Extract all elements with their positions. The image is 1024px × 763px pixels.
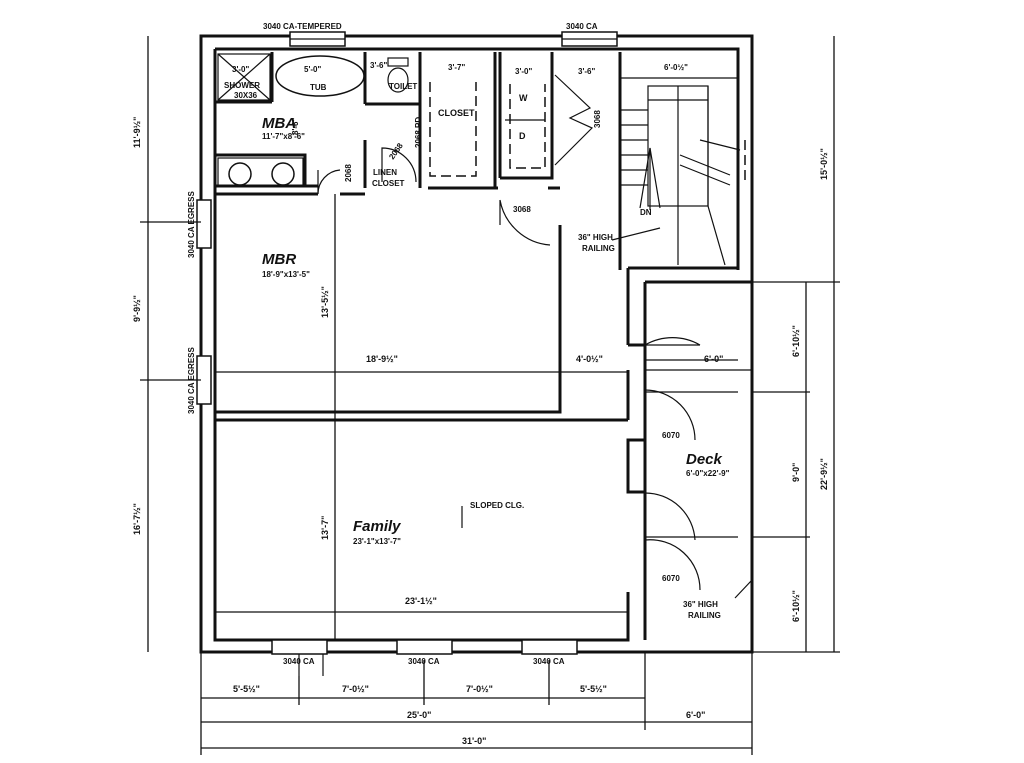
room-name-family: Family [353, 518, 401, 535]
room-name-mba: MBA [262, 115, 296, 132]
tub-dim: 5'-0" [304, 65, 321, 74]
railing-1-line2: RAILING [582, 244, 615, 253]
window-bottom-2-label: 3040 CA [408, 657, 440, 666]
wd-dim2: 3'-6" [578, 67, 595, 76]
washer-label: W [519, 93, 528, 103]
room-size-deck: 6'-0"x22'-9" [686, 469, 730, 478]
wd-dim: 3'-0" [515, 67, 532, 76]
dim-bottom-seg-2: 7'-0½" [342, 684, 369, 694]
dim-bottom-seg-4: 5'-5½" [580, 684, 607, 694]
deck-inner-dim: 6'-0" [704, 354, 723, 364]
window-top-2-label: 3040 CA [566, 22, 598, 31]
dim-bottom-deck: 6'-0" [686, 710, 705, 720]
window-left-1 [196, 199, 212, 249]
laundry-door-label: 3068 [593, 110, 602, 128]
sink-left [228, 162, 252, 186]
stair-dn-label: DN [640, 208, 652, 217]
linen-door-label: 2068 [387, 141, 405, 161]
room-name-mbr: MBR [262, 251, 296, 268]
closet-shelves [429, 74, 594, 177]
window-bottom-1-label: 3040 CA [283, 657, 315, 666]
sink-right [271, 162, 295, 186]
room-size-mbr: 18'-9"x13'-5" [262, 270, 310, 279]
dim-bottom-total: 31'-0" [462, 736, 486, 746]
window-top-1-label: 3040 CA-TEMPERED [263, 22, 342, 31]
dim-bottom-house: 25'-0" [407, 710, 431, 720]
dim-right-seg-2: 9'-0" [791, 463, 801, 482]
room-size-mba: 11'-7"x8'-6" [262, 132, 305, 141]
closet-door-label: 2068 PD [414, 117, 423, 148]
window-bottom-3 [521, 639, 578, 655]
bedroom-door-label: 3068 [513, 205, 531, 214]
shower-size: 30X36 [234, 91, 258, 100]
railing-2-line1: 36" HIGH [683, 600, 718, 609]
window-bottom-2 [396, 639, 453, 655]
dryer-label: D [519, 131, 526, 141]
bathtub [275, 55, 365, 97]
railing-2-line2: RAILING [688, 611, 721, 620]
dim-left-top: 11'-9½" [132, 117, 142, 148]
mbr-depth-dim: 13'-5½" [320, 286, 330, 318]
room-name-deck: Deck [686, 451, 723, 468]
closet-dim: 3'-7" [448, 63, 465, 72]
room-size-family: 23'-1"x13'-7" [353, 537, 401, 546]
closet-label: CLOSET [438, 108, 475, 118]
dim-bottom-seg-3: 7'-0½" [466, 684, 493, 694]
interior-walls [215, 52, 752, 640]
dim-bottom-seg-1: 5'-5½" [233, 684, 260, 694]
linen-closet-line1: LINEN [373, 168, 397, 177]
mbr-width-dim: 18'-9½" [366, 354, 398, 364]
dim-right-top: 15'-0½" [819, 148, 829, 180]
stair-width-label: 6'-0½" [664, 63, 688, 72]
shower-label: SHOWER [224, 81, 260, 90]
stairs [620, 85, 746, 266]
window-left-2-label: 3040 CA EGRESS [187, 346, 196, 414]
dim-right-seg-1: 6'-10½" [791, 325, 801, 357]
window-left-1-label: 3040 CA EGRESS [187, 190, 196, 258]
windows [196, 31, 618, 676]
window-bottom-3-label: 3040 CA [533, 657, 565, 666]
deck-door-1-label: 6070 [662, 431, 680, 440]
doors [317, 147, 752, 591]
railing-1-line1: 36" HIGH [578, 233, 613, 242]
linen-closet-line2: CLOSET [372, 179, 405, 188]
shower-dim: 3'-0" [232, 65, 249, 74]
bath-fixtures [217, 53, 409, 187]
deck-door-2-label: 6070 [662, 574, 680, 583]
exterior-dimension-lines [140, 36, 840, 755]
dim-right-seg-3: 6'-10½" [791, 590, 801, 622]
toilet-label: TOILET [389, 82, 417, 91]
mba-depth-label: 8'-6" [291, 118, 300, 135]
hall-width-dim: 4'-0½" [576, 354, 603, 364]
toilet-dim: 3'-6" [370, 61, 387, 70]
bath-door-label: 2068 [344, 164, 353, 182]
dim-left-bottom: 16'-7½" [132, 503, 142, 535]
dim-left-mid: 9'-9½" [132, 295, 142, 322]
dim-right-total: 22'-9½" [819, 458, 829, 490]
interior-dimension-lines [215, 77, 753, 640]
toilet [387, 67, 409, 93]
tub-label: TUB [310, 83, 327, 92]
sloped-ceiling-label: SLOPED CLG. [470, 501, 524, 510]
family-depth-dim: 13'-7" [320, 516, 330, 540]
family-width-dim: 23'-1½" [405, 596, 437, 606]
window-bottom-1 [271, 639, 328, 655]
